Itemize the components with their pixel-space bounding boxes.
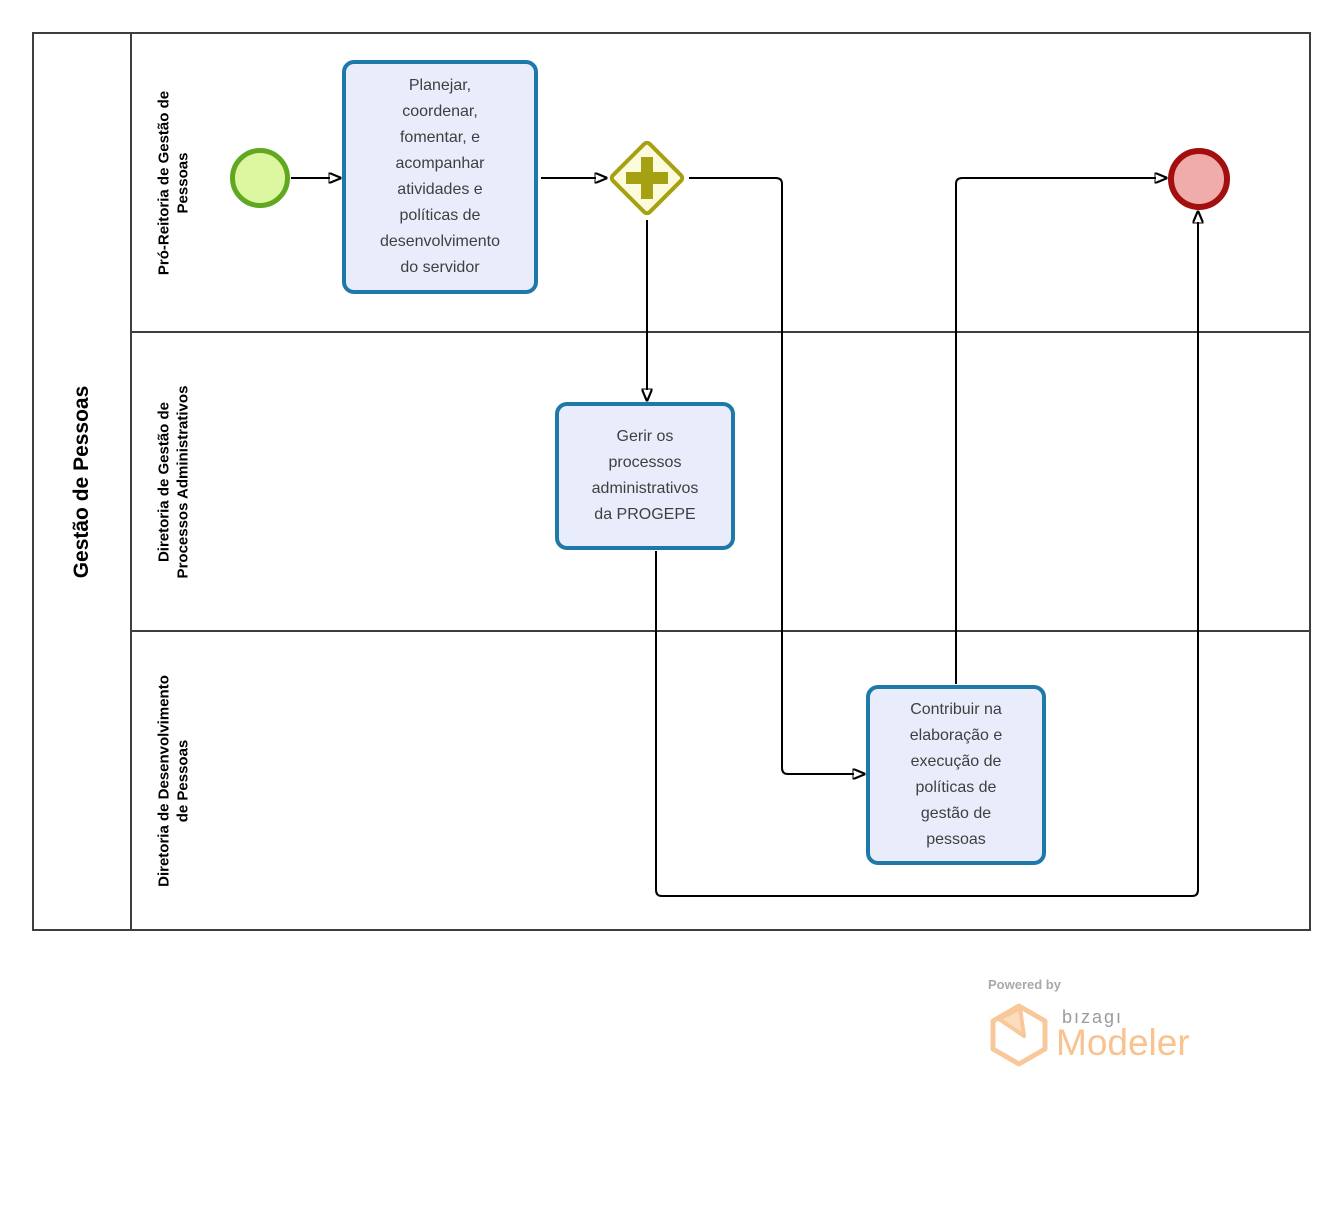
plus-icon [641,157,653,199]
lane-diretoria-processos: Diretoria de Gestão de Processos Adminis… [132,331,1309,630]
flow-gateway-to-contribuir [689,177,854,774]
task-planejar[interactable]: Planejar, coordenar, fomentar, e acompan… [342,60,538,294]
bizagi-hexagon-icon [990,1003,1048,1067]
task-contribuir-label: Contribuir na elaboração e execução de p… [909,701,1003,848]
task-gerir-label: Gerir os processos administrativos da PR… [591,428,699,523]
flow-gerir-to-end [655,222,1198,897]
pool-title-band: Gestão de Pessoas [34,34,132,929]
task-gerir[interactable]: Gerir os processos administrativos da PR… [555,402,735,550]
task-planejar-label: Planejar, coordenar, fomentar, e acompan… [379,77,501,276]
task-contribuir[interactable]: Contribuir na elaboração e execução de p… [866,685,1046,865]
modeler-product-label: Modeler [1056,1022,1190,1063]
start-event[interactable] [230,148,290,208]
lanes-container: Pró-Reitoria de Gestão de Pessoas Direto… [132,34,1309,929]
parallel-gateway[interactable] [607,138,687,218]
lane-diretoria-desenvolvimento: Diretoria de Desenvolvimento de Pessoas [132,630,1309,929]
flow-contribuir-to-end [955,178,1156,684]
end-event[interactable] [1168,148,1230,210]
pool-gestao-de-pessoas: Gestão de Pessoas Pró-Reitoria de Gestão… [32,32,1311,931]
powered-by-label: Powered by [988,977,1061,992]
bizagi-brand-label: bızagı [1062,1007,1124,1027]
